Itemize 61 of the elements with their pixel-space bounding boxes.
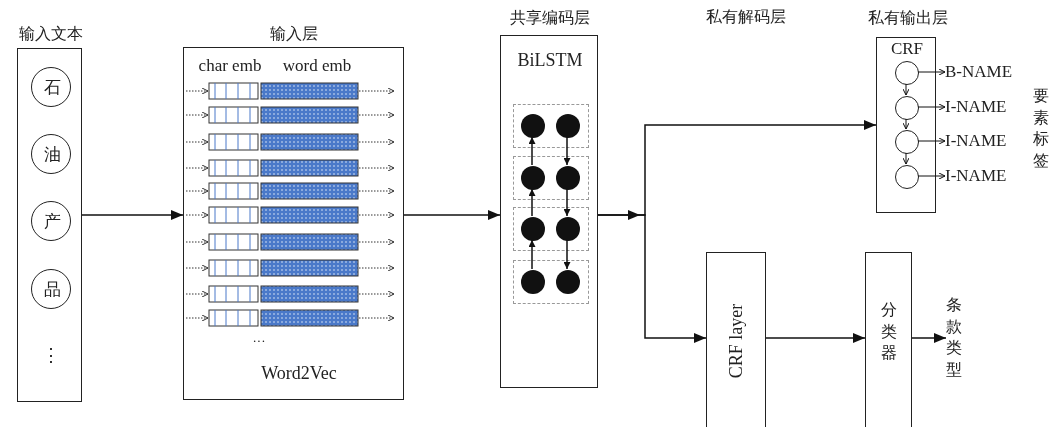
heading-label: 共享编码层	[510, 9, 590, 27]
arrow	[902, 118, 910, 130]
heading-label: 私有解码层	[706, 8, 786, 26]
character-label: 石	[43, 78, 61, 98]
lstm-cell	[556, 114, 580, 138]
character-circle	[31, 201, 71, 241]
side-label: 要素标签	[1032, 85, 1050, 171]
heading-label: 私有输出层	[868, 9, 948, 27]
arrow	[911, 333, 947, 343]
crf-layer-box	[706, 252, 766, 427]
lstm-cell	[556, 217, 580, 241]
crf-state-circle	[895, 130, 919, 154]
arrow	[902, 83, 910, 96]
lstm-cell	[521, 217, 545, 241]
arrow	[765, 333, 866, 343]
character-circle	[31, 269, 71, 309]
arrow	[563, 188, 571, 217]
lstm-cell	[556, 166, 580, 190]
crf-state-circle	[895, 165, 919, 189]
crf-state-circle	[895, 96, 919, 120]
arrow	[902, 152, 910, 165]
character-label: 产	[43, 212, 61, 232]
arrow	[528, 239, 536, 270]
column-label: char emb	[198, 56, 262, 76]
character-circle	[31, 67, 71, 107]
arrow	[528, 188, 536, 217]
layer-label: CRF layer	[727, 303, 747, 379]
arrow	[403, 210, 501, 220]
model-label: Word2Vec	[261, 364, 337, 384]
character-circle	[31, 134, 71, 174]
heading-label: 输入文本	[19, 25, 83, 43]
classifier-box	[865, 252, 912, 427]
tag-label: B-NAME	[945, 62, 1013, 82]
arrow	[563, 136, 571, 166]
classifier-label: 分类器	[880, 299, 898, 363]
arrow	[917, 137, 946, 145]
arrow	[81, 210, 184, 220]
tag-label: I-NAME	[945, 97, 1007, 117]
lstm-cell	[521, 114, 545, 138]
tag-label: I-NAME	[945, 166, 1007, 186]
ellipsis-dots: ⋮	[42, 346, 60, 366]
column-label: word emb	[282, 56, 352, 76]
ellipsis-dots: ···	[252, 333, 266, 349]
lstm-cell	[521, 166, 545, 190]
arrow	[528, 136, 536, 166]
model-label: CRF	[890, 39, 924, 59]
model-label: BiLSTM	[517, 51, 583, 71]
character-label: 油	[43, 145, 61, 165]
lstm-cell	[556, 270, 580, 294]
crf-state-circle	[895, 61, 919, 85]
arrow	[563, 239, 571, 270]
arrow	[917, 103, 946, 111]
arrow	[597, 214, 707, 343]
arrowhead	[628, 210, 640, 220]
arrow	[917, 68, 946, 76]
arrow	[917, 172, 946, 180]
heading-label: 输入层	[270, 25, 318, 43]
tag-label: I-NAME	[945, 131, 1007, 151]
character-label: 品	[43, 280, 61, 300]
output-label: 条款类型	[946, 294, 963, 381]
lstm-cell	[521, 270, 545, 294]
